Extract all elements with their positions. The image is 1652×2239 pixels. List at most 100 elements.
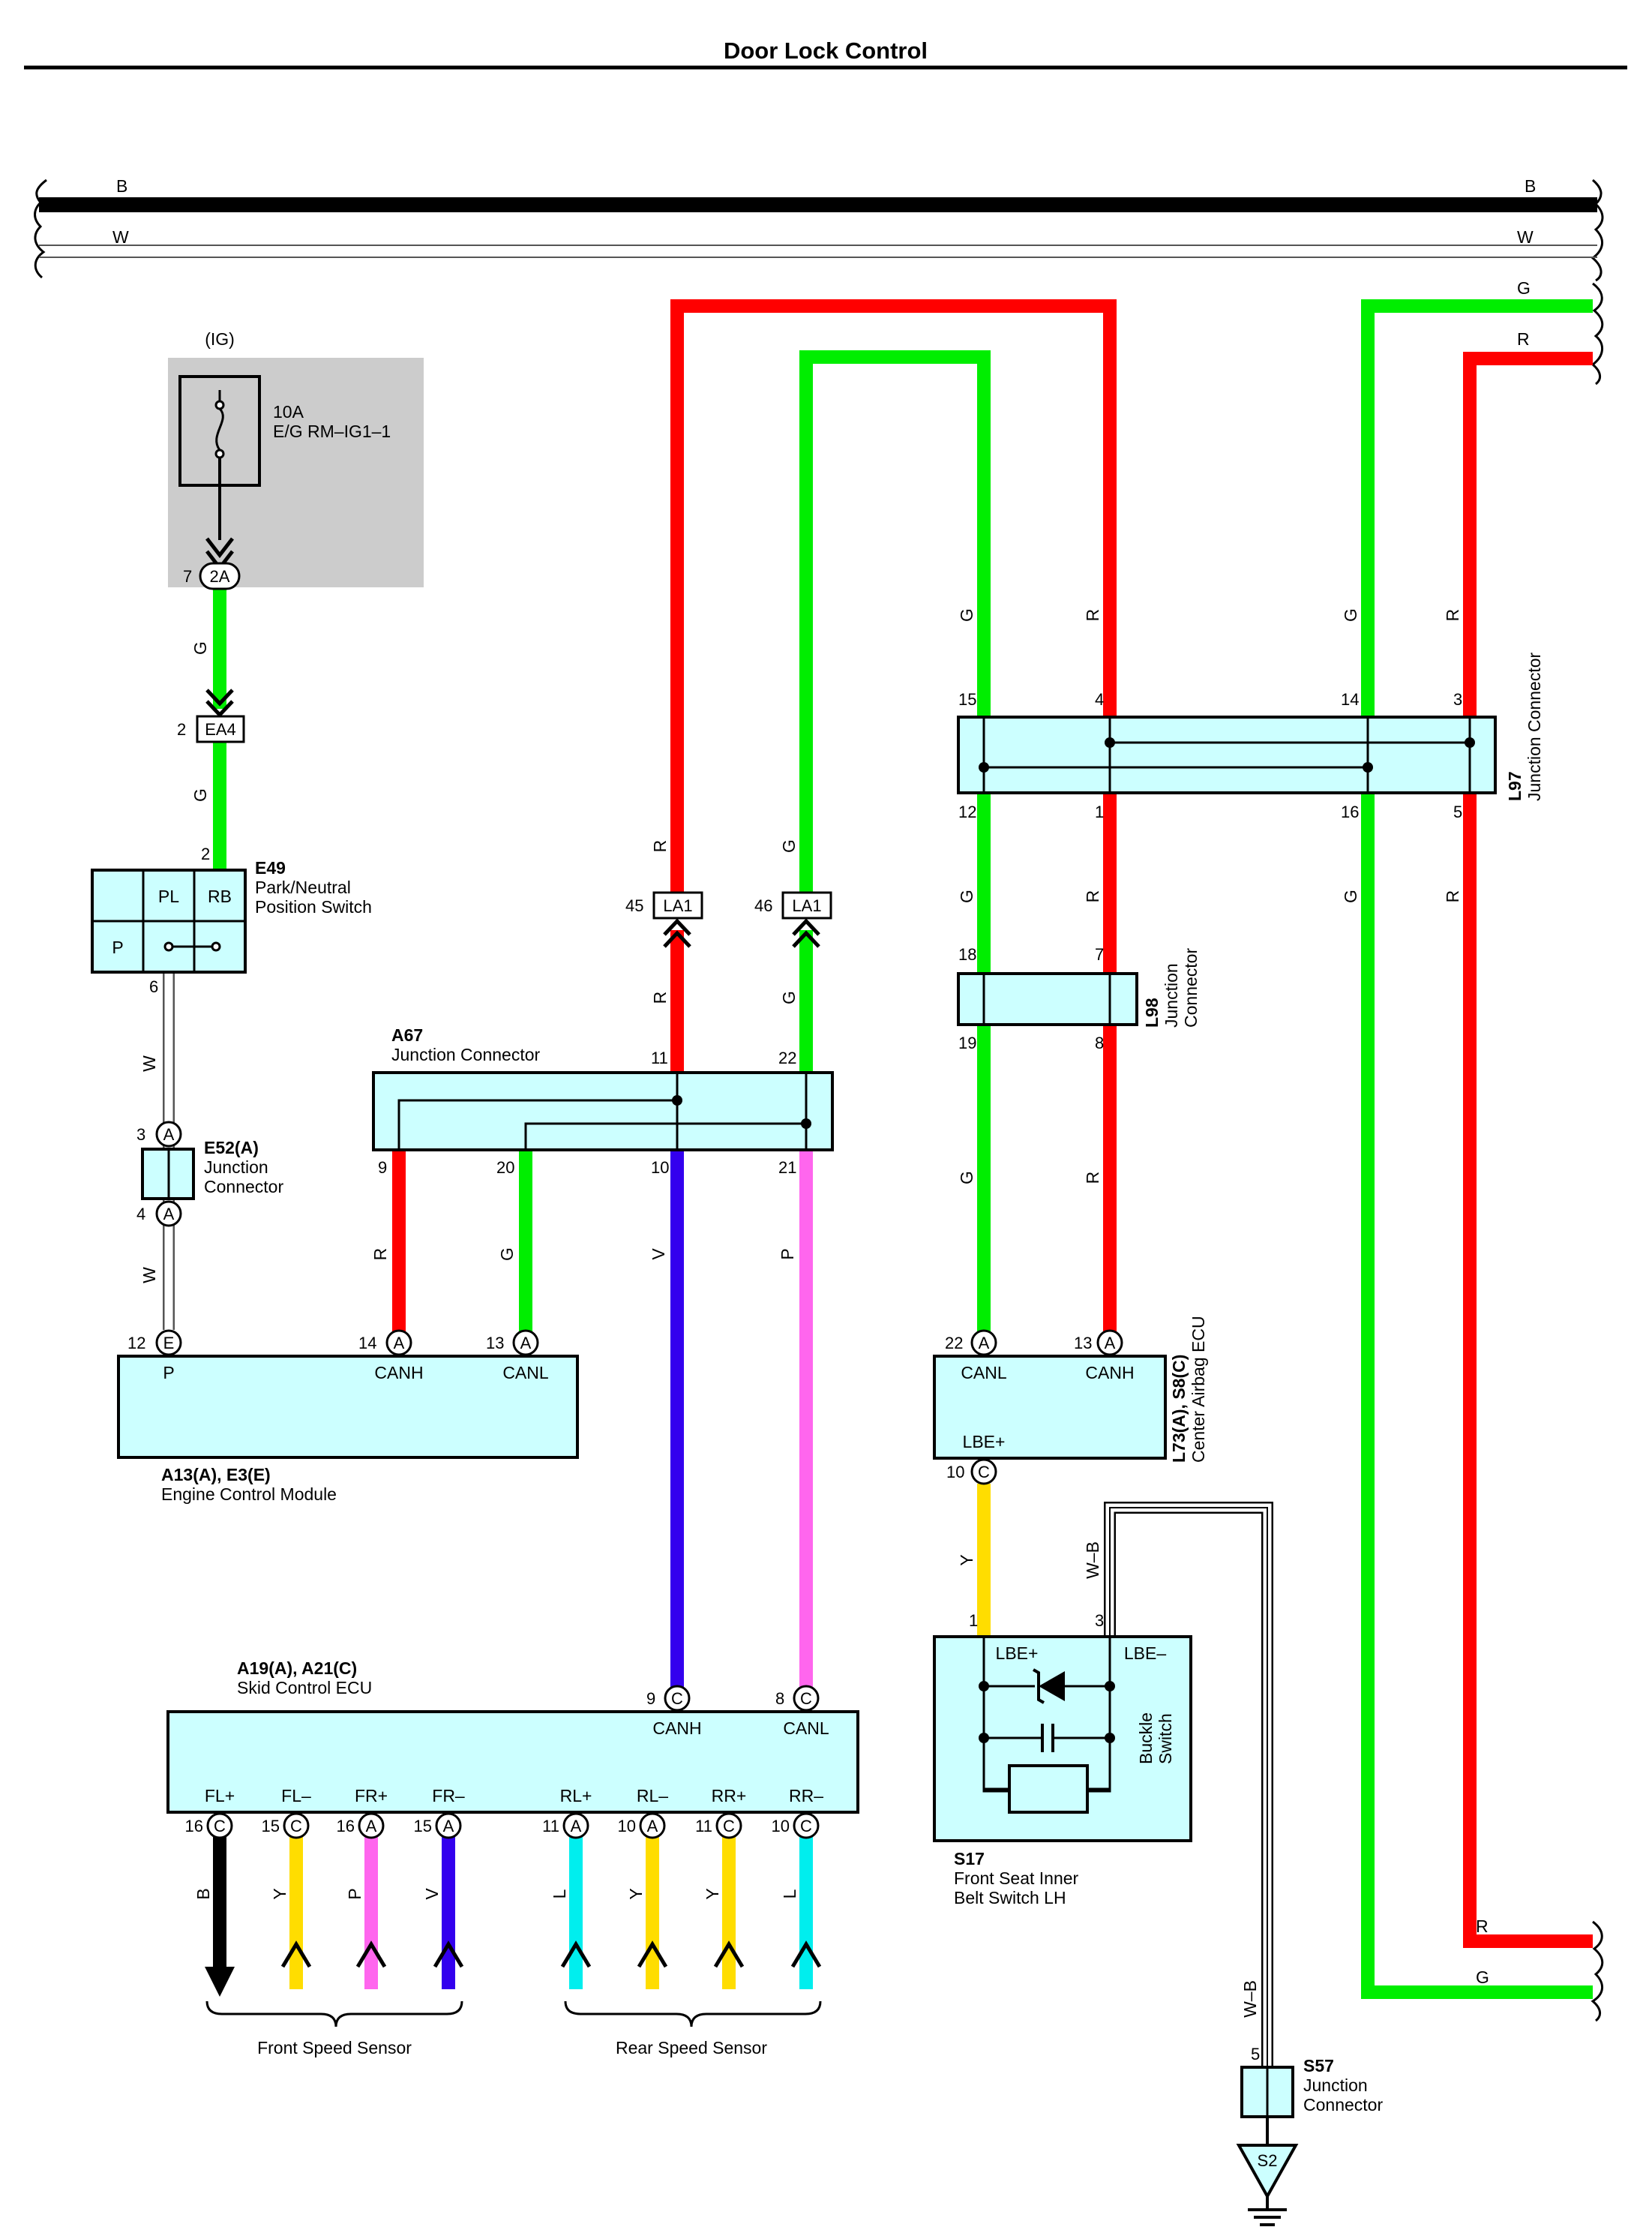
svg-text:Engine Control Module: Engine Control Module (161, 1484, 337, 1504)
pin-circle (206, 1812, 233, 1839)
arrow-up-icon (560, 1940, 592, 1968)
svg-text:E: E (163, 1334, 175, 1352)
arrow-up-icon (713, 1940, 745, 1968)
svg-text:A: A (979, 1334, 990, 1352)
svg-text:9: 9 (646, 1689, 655, 1708)
wire-label-g-a67-20: G (497, 1247, 517, 1261)
svg-text:L97: L97 (1505, 771, 1525, 801)
wire-label-w-e49: W (139, 1055, 159, 1072)
svg-text:A19(A), A21(C): A19(A), A21(C) (237, 1658, 357, 1678)
svg-text:L73(A), S8(C): L73(A), S8(C) (1169, 1355, 1189, 1463)
svg-text:22: 22 (778, 1049, 796, 1067)
arrow-up-icon (790, 1940, 822, 1968)
skid-terminal-label: FR+ (355, 1786, 388, 1805)
arrow-up-icon (355, 1940, 387, 1968)
front-sensor-brace (205, 2000, 463, 2027)
l98-junction-connector: 18 7 19 8 L98 Junction Connector (957, 945, 1201, 1052)
bus-left-break (34, 179, 47, 279)
wire-color-label: B (193, 1888, 213, 1899)
svg-text:8: 8 (1095, 1034, 1104, 1052)
wire-color-label: L (550, 1889, 569, 1898)
svg-text:CANH: CANH (1085, 1363, 1134, 1382)
wire-label-r-l98-8: R (1083, 1172, 1102, 1184)
svg-text:4: 4 (1095, 690, 1104, 709)
pin-circle (639, 1812, 666, 1839)
bus-label-b-right: B (1525, 176, 1536, 196)
svg-text:S57: S57 (1303, 2056, 1334, 2075)
pin-number: 16 (185, 1817, 203, 1835)
pin-letter: A (647, 1817, 658, 1835)
svg-text:E52(A): E52(A) (204, 1138, 259, 1157)
svg-text:2A: 2A (210, 567, 230, 586)
skid-terminal-label: RR+ (712, 1786, 747, 1805)
fuse-area (168, 358, 424, 587)
svg-text:CANH: CANH (374, 1363, 423, 1382)
pin-circle (283, 1812, 310, 1839)
wire-label-g-bottom: G (1476, 1967, 1489, 1987)
svg-text:6: 6 (149, 977, 158, 996)
wire-label-p-a67-21: P (778, 1248, 797, 1259)
svg-text:LA1: LA1 (792, 896, 821, 915)
svg-text:12: 12 (958, 803, 976, 821)
wire-label-g-ea4: G (190, 788, 210, 802)
svg-text:3: 3 (1453, 690, 1462, 709)
wire-label-r-l97-4: R (1083, 609, 1102, 622)
svg-text:2: 2 (177, 720, 186, 739)
e52-junction-connector: A 3 A 4 E52(A) Junction Connector (136, 1121, 283, 1227)
wire-color-label: Y (626, 1888, 646, 1899)
svg-text:20: 20 (496, 1158, 514, 1177)
wire-color-label: Y (270, 1888, 289, 1899)
power-bus: B B W W G R (34, 176, 1604, 386)
bus-label-w-right: W (1517, 227, 1534, 247)
svg-text:14: 14 (358, 1334, 376, 1352)
wire-label-r-la1-top: R (650, 840, 670, 853)
svg-text:Switch: Switch (1156, 1713, 1175, 1764)
fuse-name: E/G RM–IG1–1 (273, 422, 391, 441)
svg-text:Buckle: Buckle (1136, 1712, 1156, 1764)
svg-text:P: P (112, 938, 123, 957)
svg-text:9: 9 (378, 1158, 387, 1177)
pin-number: 10 (618, 1817, 636, 1835)
svg-text:22: 22 (945, 1334, 963, 1352)
svg-text:5: 5 (1453, 803, 1462, 821)
svg-text:LBE–: LBE– (1124, 1643, 1166, 1663)
wire-label-y-airbag: Y (957, 1554, 976, 1565)
wire-label-g-l97-15: G (957, 608, 976, 622)
pin-circle (358, 1812, 385, 1839)
pin-letter: C (723, 1817, 735, 1835)
pin-letter: A (443, 1817, 454, 1835)
bus-label-w-left: W (112, 227, 129, 247)
bus-label-b-left: B (116, 176, 127, 196)
svg-text:C: C (671, 1689, 683, 1708)
wire-color-label: L (780, 1889, 799, 1898)
skid-terminal-label: FL– (281, 1786, 311, 1805)
svg-text:S17: S17 (954, 1849, 985, 1868)
svg-text:EA4: EA4 (205, 720, 236, 739)
wire-label-g-l97-16: G (1341, 890, 1360, 903)
svg-text:45: 45 (625, 896, 643, 915)
svg-text:21: 21 (778, 1158, 796, 1177)
svg-text:19: 19 (958, 1034, 976, 1052)
svg-text:A: A (394, 1334, 405, 1352)
pin-number: 16 (337, 1817, 355, 1835)
center-airbag-ecu: A 22 A 13 CANL CANH LBE+ C 10 L73(A), S8… (933, 1316, 1208, 1485)
pin-circle (562, 1812, 589, 1839)
svg-text:PL: PL (158, 887, 179, 906)
wire-g-l97-16-loop (1361, 794, 1593, 1999)
svg-text:Connector: Connector (204, 1177, 283, 1196)
arrow-up-icon (280, 1940, 312, 1968)
arrow-up-icon (433, 1940, 464, 1968)
svg-text:13: 13 (486, 1334, 504, 1352)
bus-label-g: G (1517, 278, 1531, 298)
svg-text:18: 18 (958, 945, 976, 964)
svg-text:Position Switch: Position Switch (255, 897, 372, 917)
svg-text:S2: S2 (1258, 2151, 1278, 2170)
svg-text:Connector: Connector (1181, 948, 1201, 1028)
bus-label-r: R (1517, 329, 1530, 349)
